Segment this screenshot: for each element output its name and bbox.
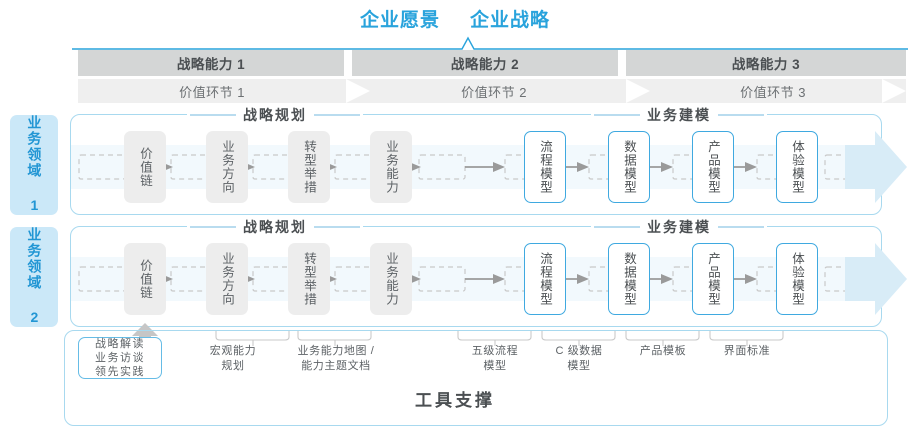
title-enterprise-strategy: 企业战略 [470,10,551,31]
tool-support-title: 工具支撑 [415,391,495,410]
step-label: 流程模型 [538,252,552,306]
section-label-modeling: 业务建模 [647,219,711,235]
step-label: 数据模型 [622,252,636,306]
step-label: 产品模型 [706,252,720,306]
tool-line: C 级数据 [555,345,603,357]
step-box[interactable]: 转型举措 [288,131,330,203]
value-link-label-2: 价值环节 2 [461,84,527,100]
step-label: 转型举措 [302,252,316,306]
row-2-section-planning: 战略规划 [187,218,363,236]
section-label-modeling: 业务建模 [647,107,711,123]
step-box[interactable]: 业务能力 [370,131,412,203]
tool-line: 界面标准 [723,345,771,357]
sidebar-item-business-domain-1[interactable]: 业务领域 1 [10,115,58,215]
tool-box-strategy-inputs[interactable]: 战略解读 业务访谈 领先实践 [78,337,162,379]
row-1-forward-arrow [845,131,907,203]
tool-label: C 级数据 模型 [534,344,624,374]
tool-label: 界面标准 [702,344,792,359]
domain-row-1: 战略规划 业务建模 价值链 业务方向 转型举措 业务能力 流程模型 数据模型 产… [70,106,907,215]
step-box[interactable]: 数据模型 [608,131,650,203]
step-label: 业务方向 [220,140,234,194]
section-label-planning: 战略规划 [243,107,307,123]
step-label: 价值链 [138,146,152,188]
domain-label-2: 业务领域 2 [26,227,43,327]
divider [594,226,640,228]
tool-label: 业务能力地图 / 能力主题文档 [276,344,396,374]
step-label: 产品模型 [706,140,720,194]
step-box[interactable]: 产品模型 [692,243,734,315]
step-box[interactable]: 业务能力 [370,243,412,315]
tool-line: 战略解读 [95,337,145,350]
step-box[interactable]: 流程模型 [524,243,566,315]
step-box[interactable]: 价值链 [124,131,166,203]
step-box[interactable]: 数据模型 [608,243,650,315]
capability-cell-3: 战略能力 3 [626,50,906,76]
divider [190,114,236,116]
value-link-label-3: 价值环节 3 [740,84,806,100]
tool-label: 宏观能力 规划 [188,344,278,374]
step-label: 数据模型 [622,140,636,194]
row-1-section-planning: 战略规划 [187,106,363,124]
divider [190,226,236,228]
step-box[interactable]: 体验模型 [776,243,818,315]
tool-label: 五级流程 模型 [450,344,540,374]
step-label: 流程模型 [538,140,552,194]
value-chain-up-arrow [132,323,158,339]
divider [718,226,764,228]
step-label: 价值链 [138,258,152,300]
step-label: 体验模型 [790,252,804,306]
domain-row-2: 战略规划 业务建模 价值链 业务方向 转型举措 业务能力 流程模型 数据模型 产… [70,218,907,327]
tool-line: 五级流程 [471,345,519,357]
step-label: 体验模型 [790,140,804,194]
top-titles: 企业愿景 企业战略 [0,5,910,32]
step-box[interactable]: 价值链 [124,243,166,315]
tool-line: 业务能力地图 / [297,345,375,357]
arrow [465,274,505,284]
domain-label-1: 业务领域 1 [26,115,43,215]
row-2-forward-arrow [845,243,907,315]
step-box[interactable]: 转型举措 [288,243,330,315]
tool-line: 宏观能力 [209,345,257,357]
row-1-flow-track [78,154,868,180]
step-box[interactable]: 业务方向 [206,243,248,315]
tool-label: 产品模板 [618,344,708,359]
step-box[interactable]: 产品模型 [692,131,734,203]
tool-line: 模型 [483,359,507,372]
tool-line: 能力主题文档 [301,359,371,372]
tool-line: 业务访谈 [95,351,145,364]
step-label: 转型举措 [302,140,316,194]
capability-cell-2: 战略能力 2 [352,50,618,76]
value-link-band: 价值环节 1 价值环节 2 价值环节 3 [78,79,906,103]
tool-line: 产品模板 [639,345,687,357]
vision-strategy-connector-line [72,36,908,50]
step-box[interactable]: 业务方向 [206,131,248,203]
arrow [465,162,505,172]
divider [594,114,640,116]
step-label: 业务能力 [384,252,398,306]
step-box[interactable]: 流程模型 [524,131,566,203]
strategic-capability-header: 战略能力 1 战略能力 2 战略能力 3 [78,50,906,76]
sidebar-item-business-domain-2[interactable]: 业务领域 2 [10,227,58,327]
divider [314,114,360,116]
step-label: 业务能力 [384,140,398,194]
value-link-label-1: 价值环节 1 [179,84,245,100]
row-1-section-modeling: 业务建模 [591,106,767,124]
tool-brackets [215,331,784,346]
tool-support-container [64,330,888,426]
step-label: 业务方向 [220,252,234,306]
capability-cell-1: 战略能力 1 [78,50,344,76]
value-link-chevrons [78,79,906,103]
row-2-section-modeling: 业务建模 [591,218,767,236]
title-enterprise-vision: 企业愿景 [359,10,440,31]
tool-line: 领先实践 [95,366,145,379]
row-2-flow-track [78,266,868,292]
tool-line: 规划 [221,359,245,372]
divider [718,114,764,116]
tool-line: 模型 [567,359,591,372]
divider [314,226,360,228]
step-box[interactable]: 体验模型 [776,131,818,203]
section-label-planning: 战略规划 [243,219,307,235]
